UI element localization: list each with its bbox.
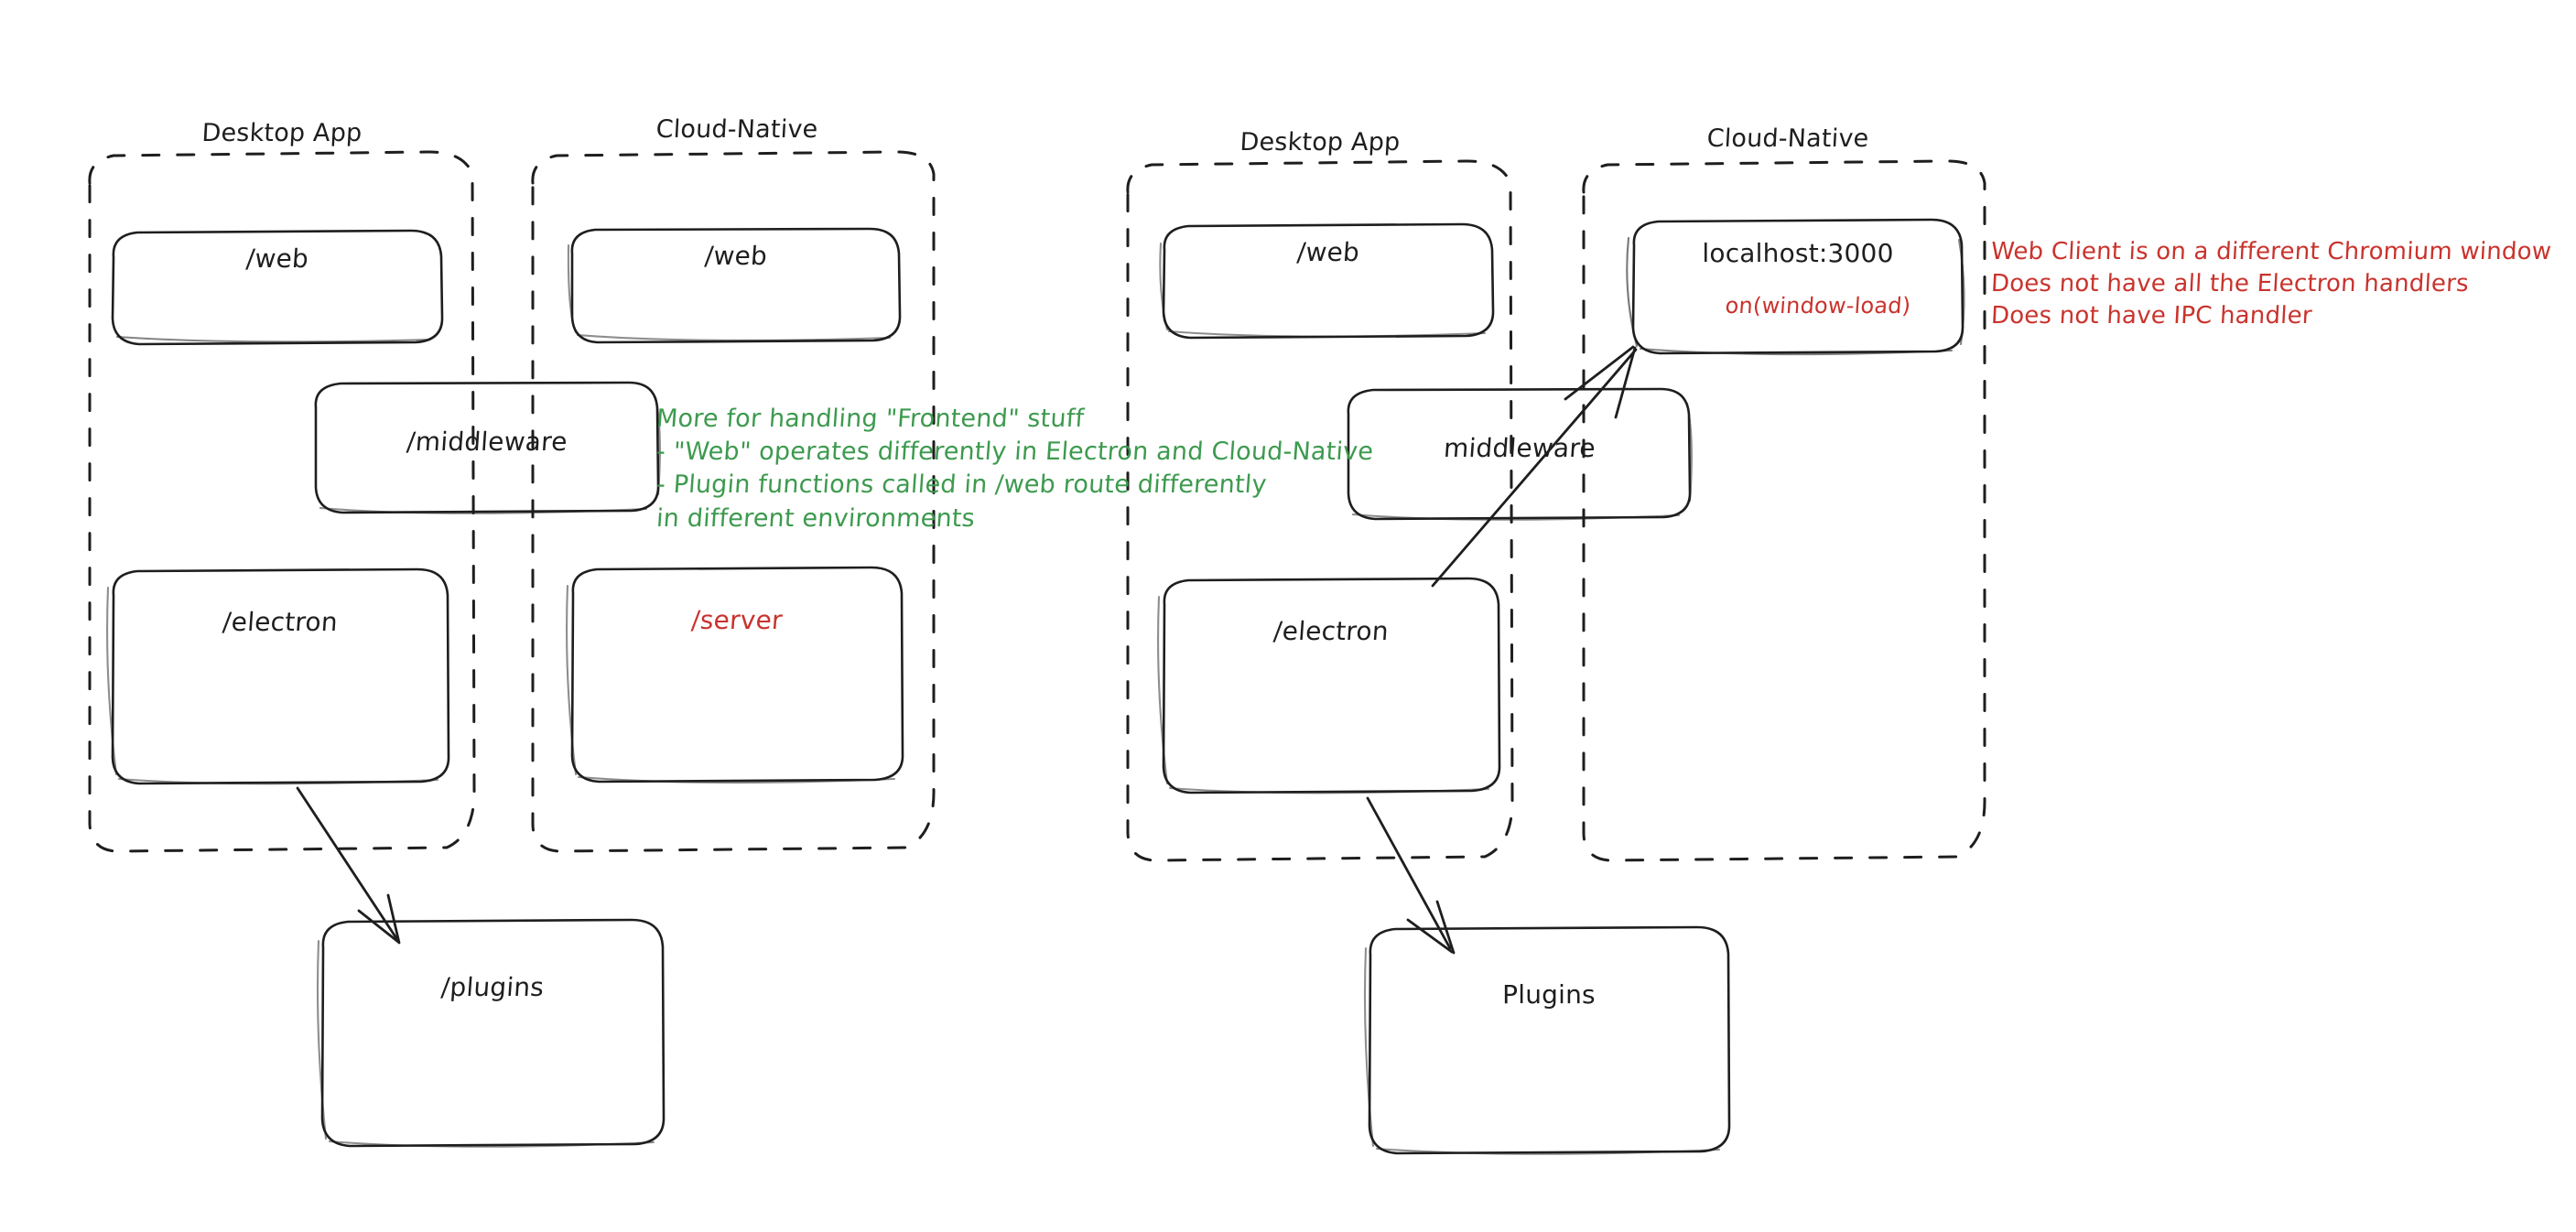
node-label-left-cloud-web: /web bbox=[703, 241, 769, 271]
group-left-cloud-native bbox=[531, 150, 936, 853]
edge-right-electron-to-plugins bbox=[1366, 796, 1456, 955]
node-right-plugins[interactable] bbox=[1363, 925, 1731, 1155]
node-sublabel-right-localhost-onwindowload: on(window-load) bbox=[1724, 293, 1912, 319]
annotation-green-line-2: - "Web" operates differently in Electron… bbox=[655, 438, 1375, 467]
node-left-middleware[interactable] bbox=[314, 381, 661, 514]
annotation-red-line-1: Web Client is on a different Chromium wi… bbox=[1990, 238, 2552, 265]
node-label-right-middleware: middleware bbox=[1442, 433, 1597, 463]
node-label-left-desktop-web: /web bbox=[244, 243, 310, 274]
node-label-right-plugins: Plugins bbox=[1502, 979, 1596, 1010]
group-title-left-cloud-native: Cloud-Native bbox=[655, 115, 819, 144]
node-label-left-middleware: /middleware bbox=[406, 427, 568, 457]
annotation-green-line-3: - Plugin functions called in /web route … bbox=[655, 470, 1268, 500]
annotation-red-line-3: Does not have IPC handler bbox=[1990, 301, 2313, 330]
annotation-green-line-4: in different environments bbox=[655, 503, 977, 533]
node-right-desktop-web[interactable] bbox=[1159, 222, 1495, 340]
group-right-desktop-app bbox=[1126, 159, 1514, 862]
edge-right-electron-to-localhost bbox=[1431, 345, 1638, 588]
node-left-desktop-web[interactable] bbox=[111, 229, 444, 346]
node-left-plugins[interactable] bbox=[316, 918, 666, 1148]
node-right-electron[interactable] bbox=[1157, 577, 1501, 794]
node-left-cloud-web[interactable] bbox=[567, 227, 902, 344]
node-label-left-plugins: /plugins bbox=[439, 972, 546, 1002]
group-left-desktop-app bbox=[88, 150, 476, 853]
annotation-red-right: Web Client is on a different Chromium wi… bbox=[1990, 236, 2552, 331]
annotation-red-line-2: Does not have all the Electron handlers bbox=[1990, 269, 2470, 297]
annotation-green-line-1: More for handling "Frontend" stuff bbox=[655, 405, 1086, 433]
node-label-right-localhost: localhost:3000 bbox=[1702, 238, 1894, 268]
edge-left-electron-to-plugins bbox=[296, 786, 401, 945]
group-title-left-desktop-app: Desktop App bbox=[200, 119, 363, 147]
node-left-server[interactable] bbox=[566, 566, 904, 784]
node-label-left-server: /server bbox=[690, 605, 784, 635]
node-label-left-electron: /electron bbox=[222, 607, 339, 637]
node-left-electron[interactable] bbox=[106, 567, 450, 785]
node-right-middleware[interactable] bbox=[1347, 387, 1693, 521]
node-right-localhost[interactable] bbox=[1626, 218, 1965, 356]
node-label-right-electron: /electron bbox=[1272, 616, 1390, 646]
group-title-right-desktop-app: Desktop App bbox=[1239, 128, 1402, 157]
annotation-green-left: More for handling "Frontend" stuff - "We… bbox=[655, 403, 1375, 535]
node-label-right-desktop-web: /web bbox=[1295, 237, 1361, 267]
group-right-cloud-native bbox=[1582, 159, 1986, 862]
group-title-right-cloud-native: Cloud-Native bbox=[1705, 124, 1870, 153]
